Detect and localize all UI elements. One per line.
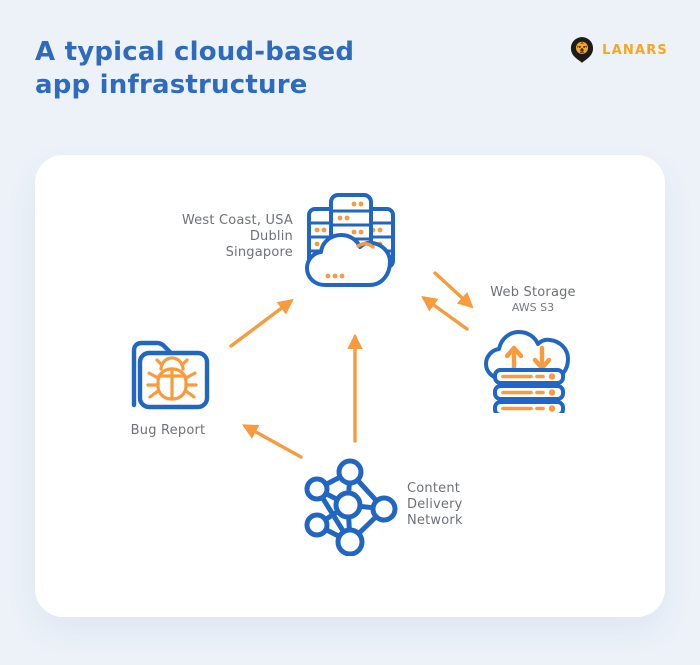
cdn-label-line: Network — [407, 513, 463, 528]
cdn-labels: Content Delivery Network — [407, 481, 463, 529]
network-icon — [304, 458, 398, 556]
brand-name: LANARS — [602, 42, 668, 58]
region-label: West Coast, USA — [181, 213, 293, 228]
connection-arrows — [229, 271, 474, 459]
server-cloud-icon — [305, 193, 395, 287]
arrow-storage-to-servers — [421, 296, 469, 331]
page-title: A typical cloud-based app infrastructure — [35, 36, 354, 102]
arrow-bug-to-servers — [229, 298, 294, 348]
region-label: Dublin — [249, 229, 293, 244]
arrow-servers-to-storage — [433, 271, 474, 309]
web-storage-labels: Web Storage AWS S3 — [473, 285, 593, 315]
cdn-label-line: Delivery — [407, 497, 463, 512]
bug-folder-icon — [131, 340, 210, 410]
storage-cloud-icon — [484, 330, 570, 413]
bug-report-label: Bug Report — [130, 423, 206, 438]
title-line-2: app infrastructure — [35, 70, 308, 100]
diagram-card: West Coast, USA Dublin Singapore — [35, 155, 665, 617]
web-storage-title: Web Storage — [490, 285, 576, 300]
region-label: Singapore — [225, 245, 293, 260]
brand-logo: LANARS — [570, 36, 668, 64]
cdn-label-line: Content — [407, 481, 461, 496]
server-region-labels: West Coast, USA Dublin Singapore — [153, 213, 293, 261]
lion-logo-icon — [570, 36, 594, 64]
arrow-cdn-to-bug — [242, 424, 303, 459]
title-line-1: A typical cloud-based — [35, 37, 355, 67]
web-storage-subtitle: AWS S3 — [511, 301, 555, 314]
